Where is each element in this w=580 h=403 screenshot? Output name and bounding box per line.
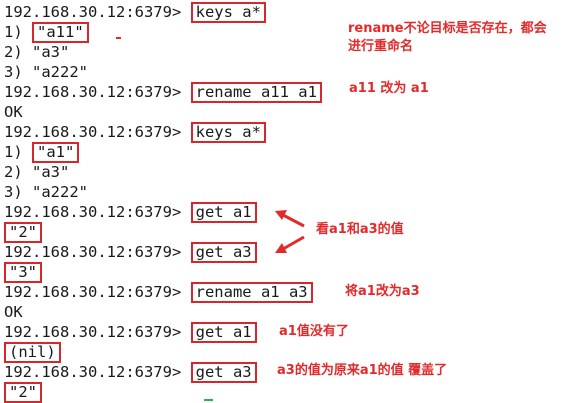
annotation-a1-to-a3: 将a1改为a3	[345, 284, 420, 299]
annotation-see-a1-a3: 看a1和a3的值	[316, 222, 404, 237]
terminal-line: 192.168.30.12:6379> keys a*	[4, 122, 266, 143]
highlight-box: get a1	[190, 202, 257, 223]
annotation-a3-overwritten: a3的值为原来a1的值 覆盖了	[277, 363, 448, 378]
annotation-rename-line1: rename不论目标是否存在，都会	[348, 21, 547, 36]
terminal-line: 192.168.30.12:6379> keys a*	[4, 2, 266, 23]
terminal-line: "3"	[4, 262, 42, 283]
terminal-line: 192.168.30.12:6379> rename a1 a3	[4, 282, 313, 303]
highlight-box: "a1"	[32, 142, 80, 163]
highlight-box: "2"	[4, 222, 42, 243]
highlight-box: "3"	[4, 262, 42, 283]
highlight-box: get a3	[190, 362, 257, 383]
terminal-line: 2) "a3"	[4, 163, 70, 181]
terminal-line: OK	[4, 103, 23, 121]
highlight-box: "2"	[4, 382, 42, 403]
highlight-box: get a1	[190, 322, 257, 343]
cursor-mark	[204, 399, 213, 401]
terminal-line: 192.168.30.12:6379> get a3	[4, 362, 257, 383]
cursor-mark	[116, 37, 121, 39]
terminal-line: 192.168.30.12:6379> rename a11 a1	[4, 82, 322, 103]
terminal-line: 3) "a222"	[4, 63, 88, 81]
highlight-box: rename a11 a1	[190, 82, 322, 103]
highlight-box: get a3	[190, 242, 257, 263]
arrow-icon	[275, 210, 305, 253]
highlight-box: keys a*	[190, 2, 266, 23]
terminal-line: 1) "a11"	[4, 22, 89, 43]
terminal-line: 1) "a1"	[4, 142, 80, 163]
terminal-line: 2) "a3"	[4, 43, 70, 61]
annotation-a11-to-a1: a11 改为 a1	[349, 81, 429, 96]
terminal-line: 192.168.30.12:6379> get a1	[4, 202, 257, 223]
annotation-a1-gone: a1值没有了	[279, 324, 349, 339]
terminal-line: (nil)	[4, 342, 61, 363]
terminal-line: 192.168.30.12:6379> get a3	[4, 242, 257, 263]
highlight-box: rename a1 a3	[190, 282, 313, 303]
terminal-line: "2"	[4, 382, 42, 403]
terminal-line: "2"	[4, 222, 42, 243]
terminal-line: 192.168.30.12:6379> get a1	[4, 322, 257, 343]
highlight-box: keys a*	[190, 122, 266, 143]
highlight-box: "a11"	[32, 22, 89, 43]
annotation-rename-line2: 进行重命名	[348, 39, 414, 54]
terminal-line: OK	[4, 303, 23, 321]
highlight-box: (nil)	[4, 342, 61, 363]
terminal-line: 3) "a222"	[4, 183, 88, 201]
